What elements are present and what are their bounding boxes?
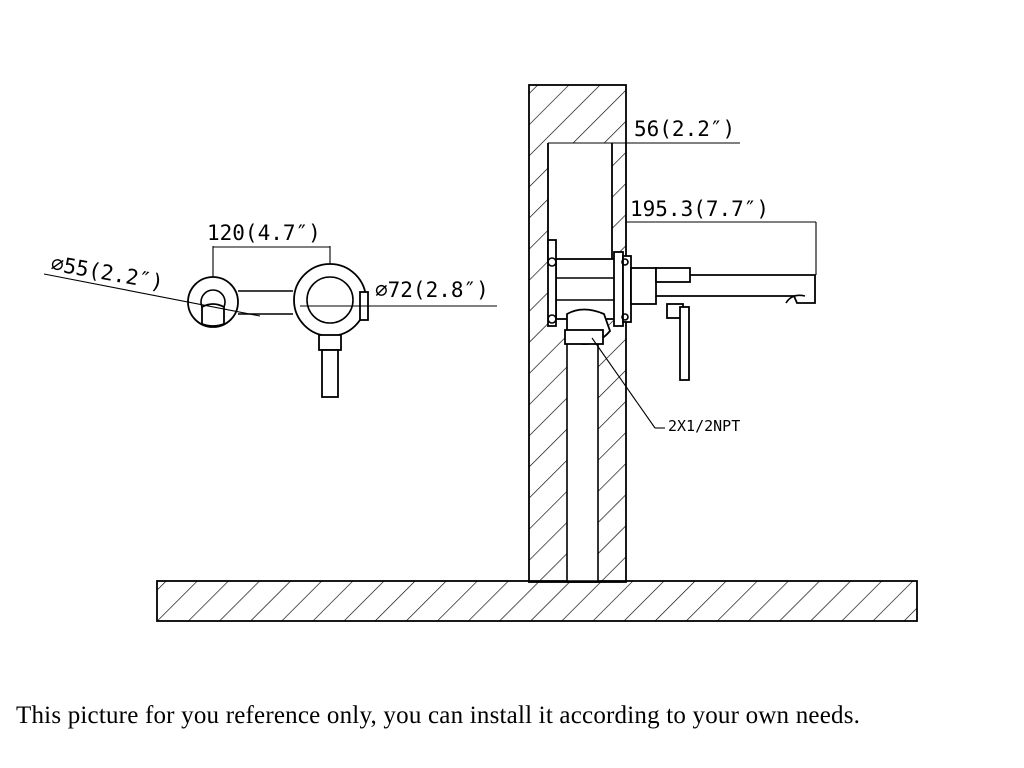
supply-pipe-channel: [566, 337, 599, 583]
connection-callout: 2X1/2NPT: [591, 337, 740, 435]
spout-plate-label: ⌀55(2.2″): [49, 251, 165, 294]
side-view-spout: [630, 267, 816, 381]
spout-reach-dimension: 195.3(7.7″): [626, 197, 817, 275]
front-view-connecting-line: [238, 290, 293, 315]
reference-disclaimer: This picture for you reference only, you…: [16, 702, 861, 729]
wall-depth-dimension: 56(2.2″): [547, 117, 740, 252]
spout-reach-label: 195.3(7.7″): [630, 197, 769, 221]
center-spacing-label: 120(4.7″): [207, 221, 321, 245]
connection-label: 2X1/2NPT: [668, 417, 740, 435]
handle-plate-label: ⌀72(2.8″): [375, 278, 489, 302]
handle-plate-dimension: ⌀72(2.8″): [300, 278, 497, 307]
center-spacing-dimension: 120(4.7″): [207, 221, 331, 277]
side-view-valve: [547, 239, 632, 345]
floor-slab: [156, 580, 918, 622]
front-view-handle-plate: [293, 263, 369, 398]
wall-section: [528, 84, 627, 583]
wall-depth-label: 56(2.2″): [634, 117, 735, 141]
front-view-spout-plate: [187, 276, 239, 328]
